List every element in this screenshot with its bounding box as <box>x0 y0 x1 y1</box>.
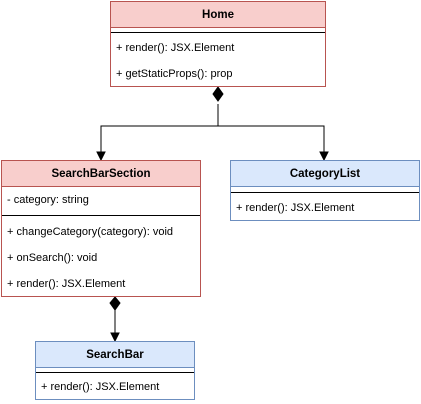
attribute: - category: string <box>7 194 89 206</box>
divider <box>231 192 419 193</box>
class-searchbarsection[interactable]: SearchBarSection - category: string + ch… <box>1 160 201 297</box>
composition-diamond-icon <box>212 86 224 102</box>
class-name: SearchBar <box>36 342 194 368</box>
class-name: CategoryList <box>231 161 419 187</box>
method: + getStaticProps(): prop <box>116 68 233 80</box>
arrowhead-icon <box>319 151 329 162</box>
arrowhead-icon <box>96 151 106 162</box>
method: + render(): JSX.Element <box>41 381 160 393</box>
divider <box>36 372 194 373</box>
divider <box>2 215 200 216</box>
edge-home-categorylist <box>218 125 325 153</box>
divider <box>111 32 325 33</box>
method: + onSearch(): void <box>7 252 98 264</box>
class-name: SearchBarSection <box>2 161 200 187</box>
edge-home-searchbarsection <box>100 104 219 153</box>
method: + render(): JSX.Element <box>116 42 235 54</box>
class-home[interactable]: Home + render(): JSX.Element + getStatic… <box>110 1 326 87</box>
method: + changeCategory(category): void <box>7 226 174 238</box>
method: + render(): JSX.Element <box>236 202 355 214</box>
class-searchbar[interactable]: SearchBar + render(): JSX.Element <box>35 341 195 400</box>
composition-diamond-icon <box>109 296 121 311</box>
arrowhead-icon <box>110 332 120 343</box>
method: + render(): JSX.Element <box>7 278 126 290</box>
class-name: Home <box>111 2 325 28</box>
class-categorylist[interactable]: CategoryList + render(): JSX.Element <box>230 160 420 221</box>
